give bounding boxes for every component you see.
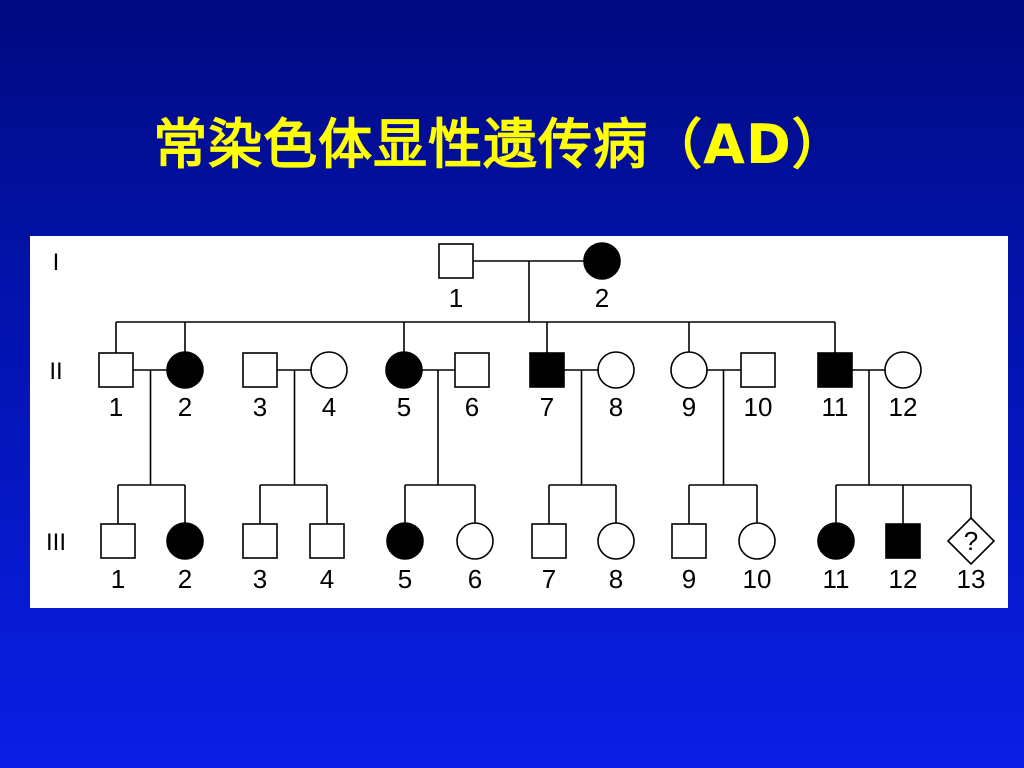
- unaffected-male-symbol: [671, 523, 707, 559]
- unaffected-male-symbol: [454, 352, 490, 388]
- individual-number: 2: [178, 564, 192, 594]
- individual-number: 2: [178, 392, 192, 422]
- unaffected-female-symbol: [310, 351, 348, 389]
- individual-number: 13: [957, 564, 986, 594]
- pedigree-symbols: [98, 242, 996, 566]
- individual-number: 1: [109, 392, 123, 422]
- individual-number: 5: [397, 392, 411, 422]
- individual-number: 7: [542, 564, 556, 594]
- unaffected-female-symbol: [597, 522, 635, 560]
- unaffected-male-symbol: [100, 523, 136, 559]
- individual-number: 10: [744, 392, 773, 422]
- unaffected-female-symbol: [670, 351, 708, 389]
- unaffected-female-symbol: [456, 522, 494, 560]
- affected-female-symbol: [583, 242, 621, 280]
- unaffected-male-symbol: [531, 523, 567, 559]
- slide-title: 常染色体显性遗传病（AD）: [153, 113, 847, 176]
- affected-male-symbol: [885, 523, 921, 559]
- unknown-mark: ?: [964, 526, 978, 556]
- individual-number: 6: [465, 392, 479, 422]
- unaffected-male-symbol: [242, 523, 278, 559]
- generation-label: III: [46, 529, 66, 556]
- individual-number: 11: [823, 564, 850, 594]
- generation-label: II: [49, 358, 62, 385]
- unaffected-male-symbol: [242, 352, 278, 388]
- unaffected-female-symbol: [884, 351, 922, 389]
- individual-number: 12: [889, 392, 918, 422]
- individual-number: 5: [398, 564, 412, 594]
- individual-number: 6: [468, 564, 482, 594]
- pedigree-lines: [115, 260, 972, 524]
- individual-number: 10: [743, 564, 772, 594]
- individual-number: 1: [449, 283, 463, 313]
- individual-number: 8: [609, 392, 623, 422]
- affected-female-symbol: [166, 522, 204, 560]
- affected-female-symbol: [386, 522, 424, 560]
- individual-number: 9: [682, 564, 696, 594]
- individual-number: 7: [540, 392, 554, 422]
- generation-label: I: [53, 249, 60, 276]
- individual-number: 8: [609, 564, 623, 594]
- affected-female-symbol: [166, 351, 204, 389]
- unaffected-male-symbol: [740, 352, 776, 388]
- affected-male-symbol: [817, 352, 853, 388]
- unaffected-male-symbol: [309, 523, 345, 559]
- unaffected-male-symbol: [438, 243, 474, 279]
- unaffected-female-symbol: [738, 522, 776, 560]
- individual-number: 4: [322, 392, 336, 422]
- unaffected-female-symbol: [597, 351, 635, 389]
- affected-female-symbol: [385, 351, 423, 389]
- individual-number: 2: [595, 283, 609, 313]
- unaffected-male-symbol: [98, 352, 134, 388]
- individual-number: 3: [253, 564, 267, 594]
- individual-number: 3: [253, 392, 267, 422]
- individual-number: 11: [822, 392, 849, 422]
- individual-number: 9: [682, 392, 696, 422]
- affected-male-symbol: [529, 352, 565, 388]
- individual-number: 1: [111, 564, 125, 594]
- affected-female-symbol: [817, 522, 855, 560]
- individual-number: 12: [889, 564, 918, 594]
- unknown-sex-symbol: [946, 516, 996, 566]
- individual-number: 4: [320, 564, 334, 594]
